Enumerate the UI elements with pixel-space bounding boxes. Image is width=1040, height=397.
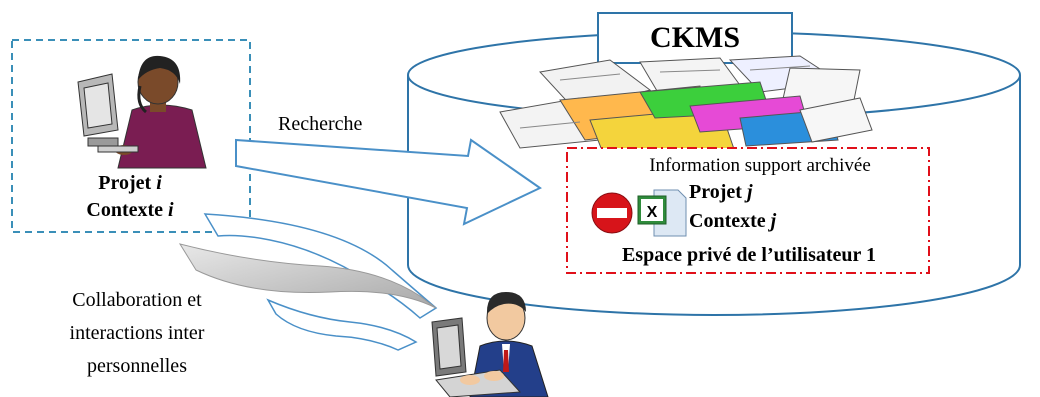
private-space-label: Espace privé de l’utilisateur 1 [622,244,876,266]
collaboration-line-3: personnelles [87,355,187,377]
no-entry-icon [591,192,633,234]
collaboration-arrows [178,213,438,351]
archived-context: Contexte j [689,210,777,232]
search-arrow [235,138,542,226]
svg-text:X: X [647,204,658,221]
ckms-title: CKMS [650,21,740,54]
archived-project: Projet j [689,181,753,203]
collaboration-line-2: interactions inter [70,322,205,344]
documents-pile-icon [499,55,873,159]
woman-at-computer-icon [77,55,207,169]
spreadsheet-file-icon: X [637,189,687,237]
man-at-computer-icon [431,292,549,397]
search-label: Recherche [278,113,363,135]
ckms-title-box: CKMS [597,12,793,64]
archived-info-heading: Information support archivée [649,155,871,176]
user-i-project: Projet i [98,172,162,194]
collaboration-line-1: Collaboration et [72,289,202,311]
user-i-context: Contexte i [86,199,174,221]
